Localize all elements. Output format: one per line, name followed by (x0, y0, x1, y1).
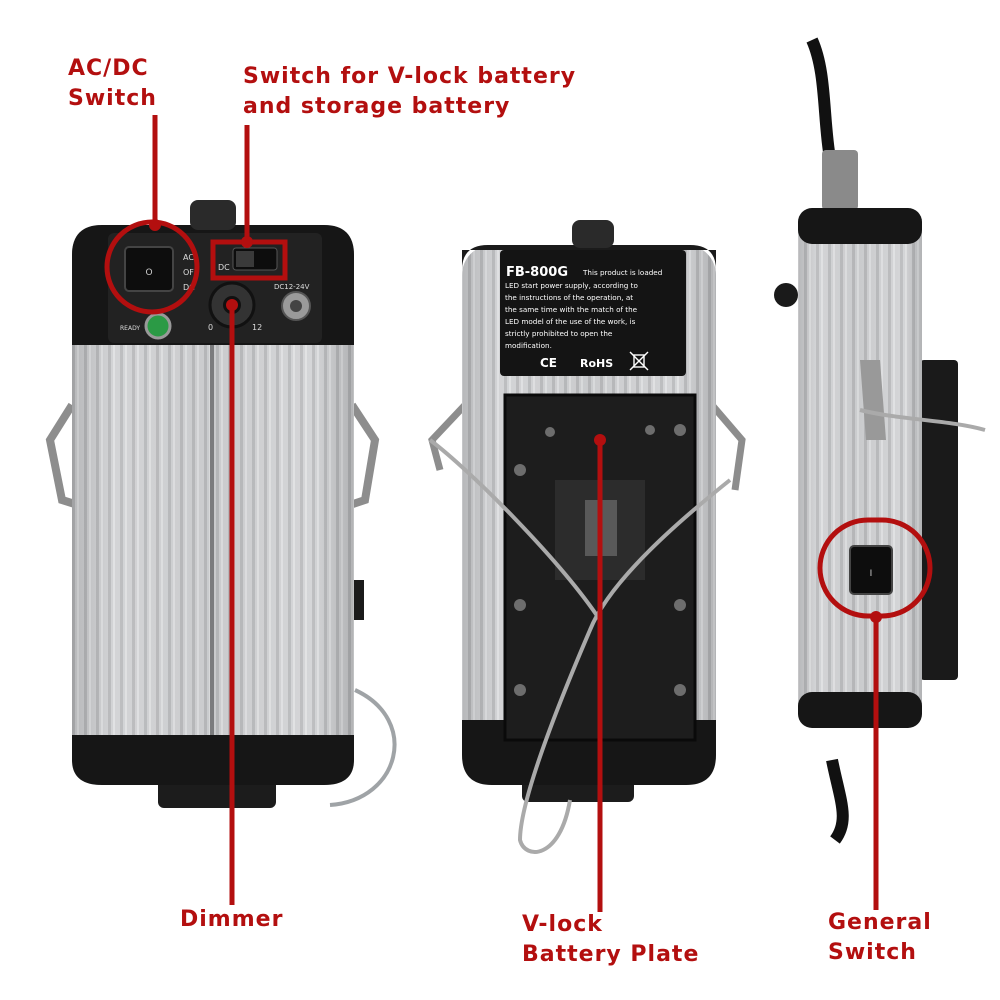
front-bottom-cap (72, 735, 354, 785)
side-knob (774, 283, 798, 307)
general-switch-anchor-dot (870, 611, 882, 623)
side-power-cable-bottom (826, 758, 849, 844)
vlock-plate-anchor-dot (594, 434, 606, 446)
plate-line-2: LED start power supply, according to (505, 281, 638, 290)
panel-label-dc: DC (183, 283, 195, 292)
back-left-handle (428, 402, 468, 471)
model-number: FB-800G (506, 265, 568, 280)
side-handle-clip (860, 360, 886, 440)
left-handle (45, 402, 80, 509)
panel-label-off: OFF (183, 268, 199, 277)
plate-line-1: This product is loaded (582, 268, 662, 277)
plate-line-5: LED model of the use of the work, is (505, 317, 636, 326)
ready-indicator (144, 312, 172, 340)
acdc-rocker-switch[interactable] (124, 246, 174, 292)
spec-label-plate (500, 250, 686, 376)
ready-label: READY (120, 325, 140, 332)
dimmer-anchor-dot (226, 299, 238, 311)
plate-line-3: the instructions of the operation, at (505, 293, 633, 302)
panel-label-dc-switch: DC (218, 263, 230, 272)
general-switch-callout: General Switch (828, 910, 932, 965)
dimmer-callout: Dimmer (180, 907, 284, 932)
front-top-connector (190, 200, 236, 230)
side-battery-block (920, 360, 958, 680)
right-handle (348, 402, 380, 509)
dimmer-min-label: 0 (208, 323, 213, 332)
side-cable-loop (859, 408, 986, 432)
back-unit: FB-800G This product is loaded LED start… (428, 220, 746, 854)
vlock-plate-callout: V-lock Battery Plate (522, 912, 700, 967)
plate-line-4: the same time with the match of the (505, 305, 638, 314)
vlock-switch-callout: Switch for V-lock battery and storage ba… (243, 64, 577, 119)
general-power-switch[interactable] (849, 545, 893, 595)
rohs-mark: RoHS (580, 357, 613, 370)
panel-label-ac: AC (183, 253, 194, 262)
side-unit: I (774, 37, 986, 844)
front-cable (329, 688, 397, 807)
rocker-on-mark: O (145, 268, 152, 278)
acdc-switch-callout: AC/DC Switch (68, 56, 157, 111)
dimmer-max-label: 12 (252, 323, 262, 332)
vlock-switch-anchor-dot (241, 236, 253, 248)
back-cable-right (517, 478, 732, 854)
plate-line-6: strictly prohibited to open the (505, 329, 613, 338)
plate-line-7: modification. (505, 341, 552, 350)
plate-screws (514, 424, 686, 696)
front-side-latch (354, 580, 364, 620)
weee-bin-icon (629, 351, 649, 371)
side-cable-connector (822, 150, 858, 210)
back-cable-left (428, 438, 602, 622)
general-switch-mark: I (870, 569, 873, 579)
front-unit: O AC OFF DC DC 0 12 DC12-24V READY (45, 200, 397, 808)
back-top-connector (572, 220, 614, 248)
acdc-anchor-dot (149, 219, 161, 231)
ce-mark: CE (540, 356, 557, 370)
back-right-handle (709, 402, 746, 491)
dc-input-label: DC12-24V (274, 283, 310, 291)
